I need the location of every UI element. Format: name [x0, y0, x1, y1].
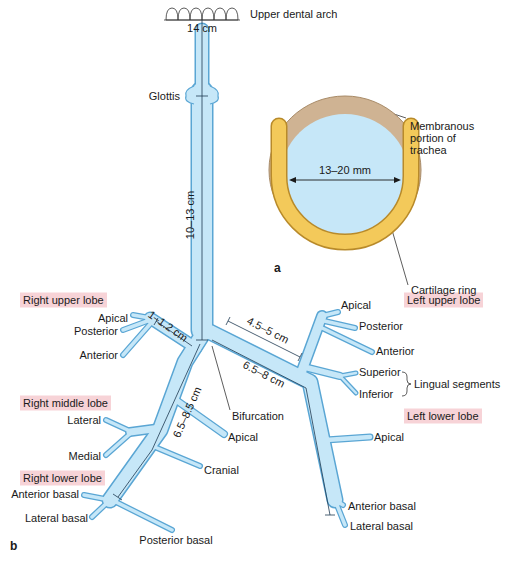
part-label: Bifurcation [232, 410, 284, 422]
lobe-name: Left lower lobe [407, 410, 479, 423]
lobe-name: Right upper lobe [23, 294, 104, 307]
part-label: 14 cm [187, 22, 217, 34]
part-label: Apical [341, 299, 371, 311]
part-label: Cartilage ring [411, 284, 476, 296]
part-label: Membranous portion of trachea [410, 120, 490, 156]
lobe-label-box: Left lower lobe [404, 409, 482, 424]
part-label: Anterior basal [348, 500, 416, 512]
part-label: Lateral [67, 414, 101, 426]
part-label: Posterior [359, 320, 403, 332]
part-label: Apical [98, 312, 128, 324]
part-label: Apical [228, 431, 258, 443]
part-label: Lateral basal [25, 512, 88, 524]
lobe-name: Right lower lobe [23, 472, 102, 485]
lobe-label-box: Right upper lobe [20, 293, 107, 308]
part-label: a [274, 262, 281, 274]
part-label: Medial [69, 450, 101, 462]
lobe-name: Right middle lobe [23, 397, 108, 410]
dimension-lines [113, 20, 335, 515]
part-label: Anterior [376, 345, 415, 357]
part-label: Lingual segments [414, 378, 500, 390]
dimension-label: 10–13 cm [184, 191, 196, 239]
dental-arch [164, 8, 240, 20]
leader-lines [212, 110, 411, 410]
part-label: Lateral basal [350, 520, 413, 532]
lobe-label-box: Right middle lobe [20, 396, 111, 411]
trachea-cross-section [269, 96, 421, 244]
part-label: Anterior [79, 349, 118, 361]
part-label: Inferior [359, 388, 393, 400]
part-label: Upper dental arch [250, 8, 337, 20]
part-label: Cranial [204, 464, 239, 476]
part-label: Apical [374, 431, 404, 443]
part-label: Glottis [149, 90, 180, 102]
part-label: 13–20 mm [319, 164, 371, 176]
part-label: b [10, 540, 17, 552]
part-label: Anterior basal [11, 488, 79, 500]
lobe-label-box: Right lower lobe [20, 471, 105, 486]
part-label: Superior [359, 366, 401, 378]
part-label: Posterior [74, 325, 118, 337]
part-label: Posterior basal [139, 534, 212, 546]
